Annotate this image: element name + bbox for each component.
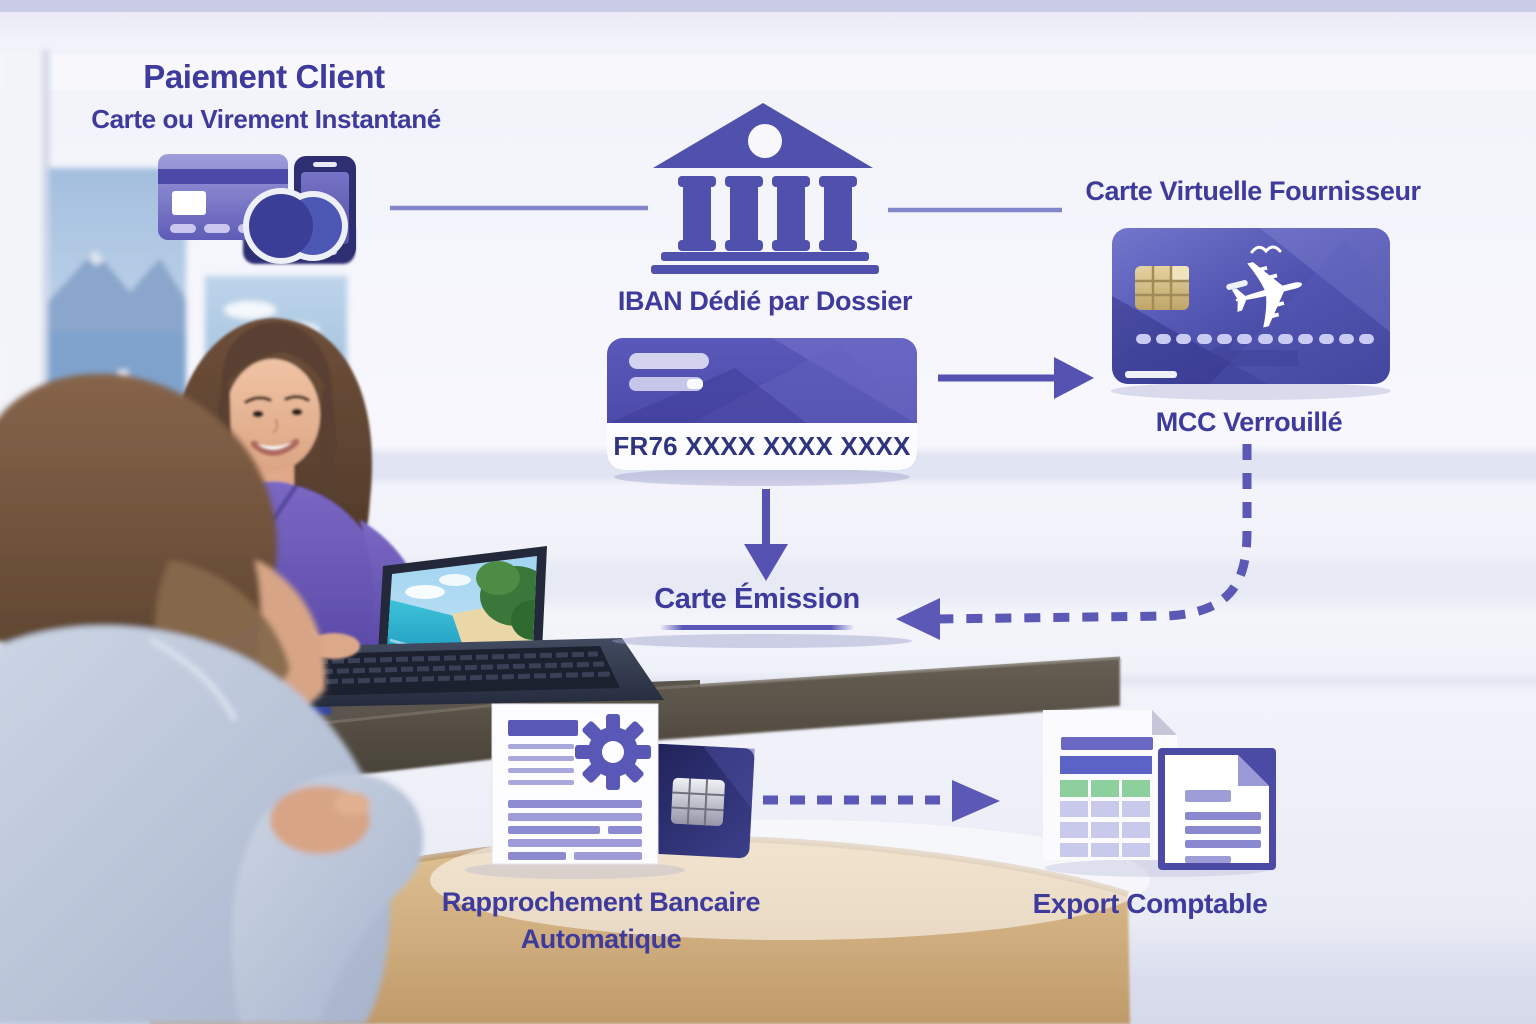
dashed-arrow-reconciliation-to-export — [763, 780, 1000, 822]
virtual-card-title: Carte Virtuelle Fournisseur — [1085, 176, 1421, 206]
spreadsheet-document-icon — [1043, 710, 1276, 870]
page-title: Paiement Client — [143, 58, 385, 95]
reconciliation-label: Rapprochement Bancaire Automatique — [441, 884, 761, 958]
iban-card-shadow — [614, 468, 910, 486]
reconciliation-shadow — [465, 861, 685, 879]
export-label: Export Comptable — [1032, 888, 1268, 919]
document-icon — [1158, 748, 1276, 870]
client-man — [0, 373, 424, 1024]
arrow-iban-down-to-emission — [744, 489, 788, 581]
plane-speed-line — [1226, 280, 1248, 290]
iban-card-icon — [607, 338, 917, 470]
card-and-phone-icon — [158, 154, 356, 264]
card-arrow-watermark — [1170, 336, 1298, 380]
spreadsheet-icon — [1043, 710, 1177, 860]
iban-number: FR76 XXXX XXXX XXXX — [613, 430, 911, 461]
bird-icon — [1250, 245, 1282, 254]
arrow-iban-to-virtual-card — [938, 357, 1094, 399]
ceiling-strip — [0, 0, 1536, 12]
virtual-card-shadow — [1111, 382, 1391, 400]
card-number-dots — [1136, 334, 1374, 344]
page-subtitle: Carte ou Virement Instantané — [91, 104, 441, 134]
travel-virtual-card-icon: ✈ — [1112, 228, 1390, 384]
bank-icon — [651, 103, 879, 274]
dashed-arrow-mcc-to-emission — [896, 444, 1252, 640]
emission-label: Carte Émission — [654, 583, 860, 615]
card-chip-icon — [1135, 266, 1189, 310]
light-band — [0, 54, 1536, 90]
gear-icon — [575, 714, 651, 790]
document-gear-card-icon — [491, 703, 755, 865]
bank-label: IBAN Dédié par Dossier — [617, 286, 913, 316]
card-scheme-circles-icon — [243, 188, 348, 264]
chip-card-icon — [645, 743, 755, 859]
emission-shadow — [612, 634, 912, 648]
reconciliation-label-line2: Automatique — [520, 924, 682, 954]
reconciliation-label-line1: Rapprochement Bancaire — [441, 887, 761, 917]
emission-underline — [659, 625, 855, 630]
mcc-status-label: MCC Verrouillé — [1155, 407, 1343, 437]
